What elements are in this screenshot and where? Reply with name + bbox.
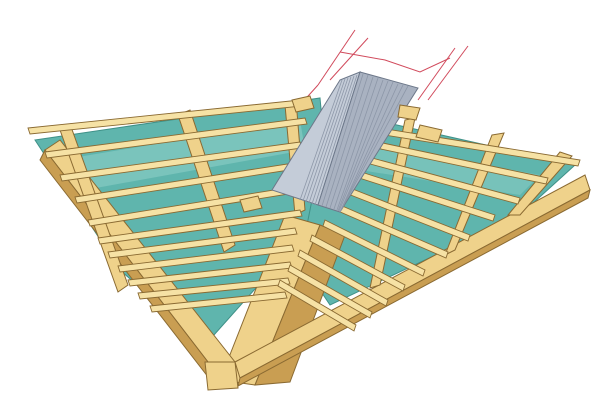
- valley-blocks: [239, 95, 443, 213]
- left-battens: [27, 99, 308, 313]
- flashing-corrugation: [299, 73, 409, 213]
- corner-post: [204, 361, 239, 391]
- valley-flashing: [271, 71, 419, 213]
- right-eave-beam-side: [237, 189, 591, 387]
